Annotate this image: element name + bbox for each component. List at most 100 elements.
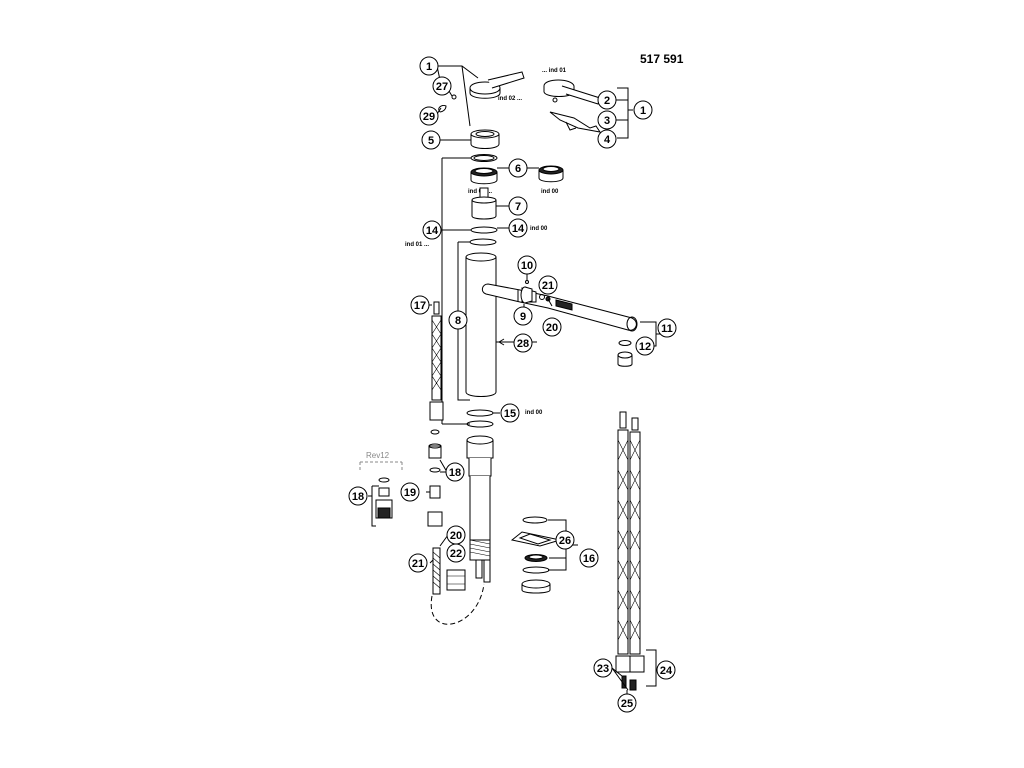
part-16-mounting-kit [510,516,561,594]
svg-text:23: 23 [597,663,609,675]
callout-21b[interactable]: 21 [408,553,428,573]
callout-5[interactable]: 5 [421,130,441,150]
svg-text:22: 22 [450,548,462,560]
part-21-washer [539,294,545,300]
callout-14a[interactable]: 14 [422,220,442,240]
svg-text:19: 19 [404,487,416,499]
callout-18a[interactable]: 18 [445,462,465,482]
fittings-group-left [375,477,393,519]
callout-20b[interactable]: 20 [446,525,466,545]
callout-19[interactable]: 19 [400,482,420,502]
svg-text:25: 25 [621,698,633,710]
document-number: 517 591 [640,52,684,66]
callout-1b[interactable]: 1 [633,100,653,120]
part-6-seal-ind00 [538,165,564,183]
label-ind01-left: ind 01 ... [405,242,429,248]
callout-7[interactable]: 7 [508,196,528,216]
part-17-flex-hose [429,301,444,421]
callout-9[interactable]: 9 [513,306,533,326]
callout-16[interactable]: 16 [579,548,599,568]
svg-text:29: 29 [423,111,435,123]
part-5-cap [470,129,500,149]
svg-text:14: 14 [426,225,439,237]
svg-text:9: 9 [520,311,526,323]
svg-text:28: 28 [517,338,529,350]
handle-assembly-ind02 [438,71,525,113]
hose-routing-dashed [430,583,485,625]
callout-10[interactable]: 10 [517,255,537,275]
callout-20a[interactable]: 20 [542,317,562,337]
part-28-body-tube [465,252,497,397]
part-21-hose-lower [432,547,441,595]
callout-3[interactable]: 3 [597,110,617,130]
svg-text:20: 20 [546,322,558,334]
part-10-screw [525,280,529,284]
callout-28[interactable]: 28 [513,333,533,353]
callout-26[interactable]: 26 [555,530,575,550]
svg-text:6: 6 [515,163,521,175]
svg-text:20: 20 [450,530,462,542]
label-rev12: Rev12 [366,451,390,460]
label-ind00-15: ind 00 [525,410,543,416]
part-9-aerator-insert [520,286,533,304]
callout-11[interactable]: 11 [657,318,677,338]
svg-text:21: 21 [412,558,424,570]
part-14-oring [470,226,498,234]
flex-hose-pair-right [615,411,645,691]
label-ind02: ind 02 ... [498,96,522,102]
callout-18b[interactable]: 18 [348,486,368,506]
label-ind00-cartridge: ind 00 [541,189,559,195]
handle-assembly-ind01 [543,79,602,133]
svg-text:14: 14 [512,223,525,235]
rev12-box [359,461,403,470]
callout-8[interactable]: 8 [448,310,468,330]
label-ind01-top: ... ind 01 [542,68,567,74]
svg-text:4: 4 [604,134,611,146]
svg-text:10: 10 [521,260,533,272]
svg-text:17: 17 [414,300,426,312]
label-ind00-14: ind 00 [530,226,548,232]
callout-6[interactable]: 6 [508,158,528,178]
callout-29[interactable]: 29 [419,106,439,126]
part-14-oring-lower [469,238,497,246]
lower-body-shank [466,435,494,583]
svg-text:1: 1 [640,105,646,117]
svg-text:2: 2 [604,95,610,107]
svg-text:18: 18 [449,467,461,479]
svg-text:16: 16 [583,553,595,565]
callout-25[interactable]: 25 [617,693,637,713]
callout-12[interactable]: 12 [635,336,655,356]
svg-text:21: 21 [542,280,554,292]
svg-text:12: 12 [639,341,651,353]
svg-text:3: 3 [604,115,610,127]
svg-text:15: 15 [504,408,516,420]
part-7-cartridge [471,187,497,220]
part-15-oring [466,409,494,417]
callout-17[interactable]: 17 [410,295,430,315]
svg-text:27: 27 [436,81,448,93]
fittings-group-center [427,429,443,527]
svg-text:24: 24 [660,665,673,677]
callout-21a[interactable]: 21 [538,275,558,295]
svg-text:8: 8 [455,315,461,327]
callout-24[interactable]: 24 [656,660,676,680]
callout-14b[interactable]: 14 [508,218,528,238]
callout-1a[interactable]: 1 [419,56,439,76]
part-6-seal-ring [470,154,498,185]
part-12-aerator [617,340,633,367]
part-15-oring-lower [466,420,494,428]
part-22-nut [446,569,466,591]
svg-text:11: 11 [661,323,673,335]
svg-text:5: 5 [428,135,434,147]
callout-15[interactable]: 15 [500,403,520,423]
callout-22[interactable]: 22 [446,543,466,563]
callout-4[interactable]: 4 [597,129,617,149]
callout-2[interactable]: 2 [597,90,617,110]
svg-text:26: 26 [559,535,571,547]
svg-text:7: 7 [515,201,521,213]
svg-text:1: 1 [426,61,432,73]
callout-27[interactable]: 27 [432,76,452,96]
svg-text:18: 18 [352,491,364,503]
callout-23[interactable]: 23 [593,658,613,678]
